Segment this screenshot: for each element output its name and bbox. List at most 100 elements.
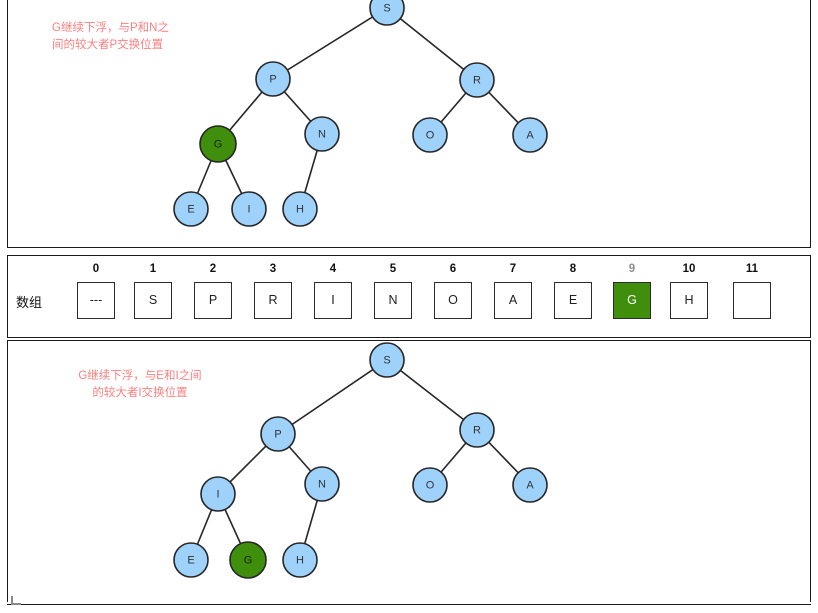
array-value-box[interactable]: P (194, 282, 232, 319)
node-label: N (318, 129, 326, 141)
array-value-box[interactable] (733, 282, 771, 319)
node-label: N (318, 479, 326, 491)
node-circle (412, 467, 448, 503)
bottom-border-line (7, 604, 811, 605)
tree-edge (277, 359, 388, 435)
array-cell[interactable]: 0 --- (77, 261, 115, 319)
node-label: P (274, 429, 281, 441)
tree-edge (386, 7, 478, 81)
node-label: O (426, 130, 435, 142)
array-index-label: 0 (92, 263, 100, 275)
tree-node-E: E (173, 542, 209, 578)
node-circle (282, 191, 318, 227)
array-index-label: 6 (449, 263, 457, 275)
bottom-caption-line1: G继续下浮，与E和I之间 (78, 370, 202, 382)
array-value-box[interactable]: --- (77, 282, 115, 319)
tree-node-R: R (459, 412, 495, 448)
array-value-box[interactable]: O (434, 282, 472, 319)
tree-edge (272, 7, 388, 80)
array-index-label: 8 (569, 263, 577, 275)
node-circle (304, 466, 340, 502)
array-index-label: 3 (269, 263, 277, 275)
tree-node-S: S (369, 342, 405, 378)
node-label: H (296, 555, 304, 567)
array-value-box[interactable]: R (254, 282, 292, 319)
tree-node-S: S (369, 0, 405, 26)
array-value-box[interactable]: H (670, 282, 708, 319)
array-cell[interactable]: 11 (733, 261, 771, 319)
bottom-tree-panel (7, 340, 811, 602)
tree-node-P: P (255, 61, 291, 97)
tree-node-O: O (412, 467, 448, 503)
array-value-box[interactable]: G (613, 282, 651, 319)
node-circle (260, 416, 296, 452)
tree-node-E: E (173, 191, 209, 227)
node-label: E (187, 204, 194, 216)
node-circle (229, 541, 267, 579)
node-label: G (244, 555, 253, 567)
node-circle (459, 412, 495, 448)
array-index-label: 2 (209, 263, 217, 275)
array-value-box[interactable]: E (554, 282, 592, 319)
node-label: I (247, 204, 250, 216)
node-circle (231, 191, 267, 227)
node-circle (412, 117, 448, 153)
array-value-box[interactable]: I (314, 282, 352, 319)
bottom-caption-line2: 的较大者I交换位置 (92, 387, 188, 399)
node-label: S (383, 355, 390, 367)
node-circle (304, 116, 340, 152)
node-circle (512, 467, 548, 503)
node-label: A (526, 130, 534, 142)
array-value-box[interactable]: A (494, 282, 532, 319)
top-caption-line1: G继续下浮，与P和N之 (52, 22, 169, 34)
node-label: S (383, 3, 390, 15)
node-circle (459, 62, 495, 98)
node-label: R (473, 75, 481, 87)
array-value-box[interactable]: S (134, 282, 172, 319)
node-label: O (426, 480, 435, 492)
bottom-caption: G继续下浮，与E和I之间 的较大者I交换位置 (50, 368, 230, 402)
node-label: R (473, 425, 481, 437)
array-index-label: 4 (329, 263, 337, 275)
tree-node-I: I (231, 191, 267, 227)
node-circle (512, 117, 548, 153)
array-index-label: 7 (509, 263, 517, 275)
tree-node-I: I (200, 476, 236, 512)
node-circle (282, 542, 318, 578)
tree-node-H: H (282, 191, 318, 227)
tree-node-A: A (512, 467, 548, 503)
tree-node-H: H (282, 542, 318, 578)
top-caption: G继续下浮，与P和N之 间的较大者P交换位置 (52, 20, 169, 54)
tree-node-O: O (412, 117, 448, 153)
node-label: P (269, 74, 276, 86)
node-circle (173, 542, 209, 578)
tree-node-N: N (304, 116, 340, 152)
array-value-box[interactable]: N (374, 282, 412, 319)
tree-node-N: N (304, 466, 340, 502)
node-circle (199, 125, 237, 163)
top-tree-panel (7, 0, 811, 248)
node-circle (255, 61, 291, 97)
tree-node-G: G (199, 125, 237, 163)
array-row-label: 数组 (16, 295, 43, 310)
array-index-label: 1 (149, 263, 157, 275)
tree-edge (386, 359, 478, 431)
array-index-label: 5 (389, 263, 397, 275)
node-label: H (296, 204, 304, 216)
tree-node-R: R (459, 62, 495, 98)
array-index-label: 10 (682, 263, 696, 275)
tree-node-P: P (260, 416, 296, 452)
